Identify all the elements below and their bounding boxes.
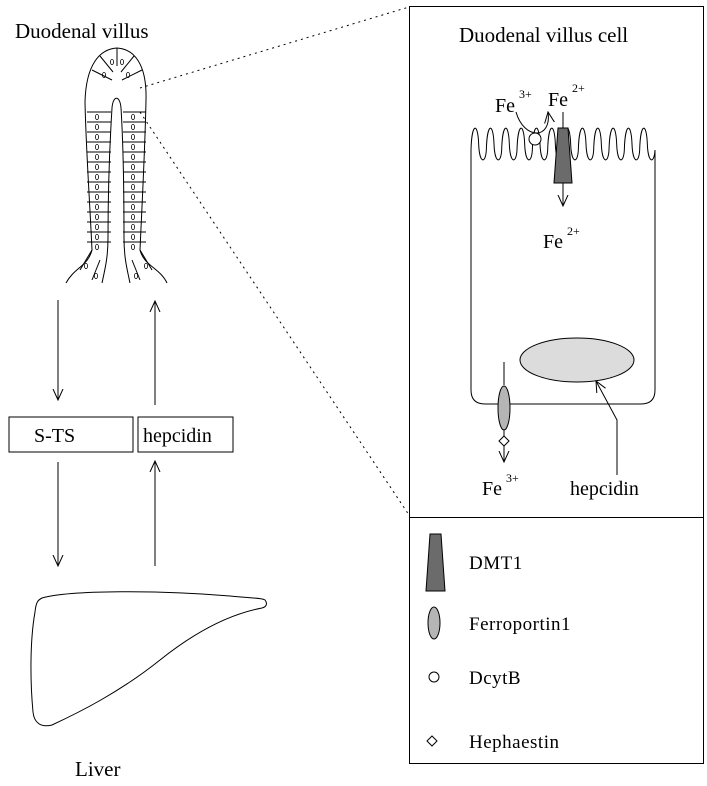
- hepcidin-cell-label: hepcidin: [570, 478, 639, 500]
- villus-cell-wall: [80, 250, 92, 270]
- villus-cell-nucleus: [95, 144, 98, 149]
- villus-cell-nucleus: [134, 273, 137, 278]
- fe2-apical-label: Fe: [548, 89, 568, 111]
- hepcidin-to-nucleus-arrow: [596, 381, 617, 475]
- villus-cell-wall: [140, 250, 152, 270]
- villus-cell-nucleus: [131, 114, 134, 119]
- legend-hephaestin-label: Hephaestin: [469, 732, 559, 753]
- ferroportin-icon: [498, 386, 510, 430]
- villus-cell-nucleus: [120, 59, 123, 64]
- legend-ferroportin-icon: [428, 607, 440, 639]
- fe2-cytosol-sup: 2+: [567, 224, 580, 238]
- villus-cell-nucleus: [95, 124, 98, 129]
- zoom-line-bottom: [140, 112, 409, 515]
- villus-drawing: [66, 48, 167, 283]
- villus-cell-nucleus: [131, 234, 134, 239]
- legend-dcytb-label: DcytB: [469, 668, 521, 689]
- villus-cell-nucleus: [131, 144, 134, 149]
- villus-cell-nucleus: [131, 164, 134, 169]
- villus-cell-nucleus: [95, 174, 98, 179]
- villus-cell-nucleus: [131, 224, 134, 229]
- villus-cell-nucleus: [95, 184, 98, 189]
- villus-cell-wall: [132, 260, 140, 280]
- villus-cell-nucleus: [131, 214, 134, 219]
- fe2-cytosol-label: Fe: [543, 231, 563, 253]
- cell-panel-frame: [410, 7, 704, 764]
- villus-title: Duodenal villus: [15, 19, 149, 43]
- liver-outline: [31, 592, 266, 726]
- villus-cell-nucleus: [131, 204, 134, 209]
- fe3-basolateral-sup: 3+: [506, 471, 519, 485]
- villus-cell-wall: [92, 260, 100, 280]
- villus-cell-nucleus: [131, 194, 134, 199]
- villus-cell-nucleus: [95, 164, 98, 169]
- dcytb-icon: [529, 133, 541, 145]
- villus-cell-nucleus: [95, 234, 98, 239]
- villus-cell-nucleus: [95, 194, 98, 199]
- villus-cell-nucleus: [131, 124, 134, 129]
- villus-cell-nucleus: [110, 59, 113, 64]
- fe2-apical-sup: 2+: [572, 81, 585, 95]
- villus-cell-nucleus: [95, 154, 98, 159]
- fe3-basolateral-label: Fe: [482, 478, 502, 500]
- villus-cell-nucleus: [131, 174, 134, 179]
- villus-cell-nucleus: [95, 114, 98, 119]
- fe3-apical-sup: 3+: [519, 87, 532, 101]
- cell-title: Duodenal villus cell: [459, 23, 628, 47]
- sts-label: S-TS: [34, 425, 75, 447]
- hepcidin-box-label: hepcidin: [143, 425, 212, 447]
- legend-dmt1-icon: [426, 534, 445, 591]
- legend-ferroportin-label: Ferroportin1: [469, 614, 571, 635]
- fe3-to-fe2-arrow: [516, 112, 548, 133]
- villus-cell-nucleus: [131, 134, 134, 139]
- villus-cell-wall: [122, 70, 142, 80]
- nucleus: [520, 338, 634, 382]
- villus-cell-nucleus: [94, 273, 97, 278]
- fe3-apical-label: Fe: [495, 95, 515, 117]
- legend-hephaestin-icon: [427, 736, 437, 746]
- villus-cell-nucleus: [95, 134, 98, 139]
- villus-cell-nucleus: [95, 214, 98, 219]
- hephaestin-icon: [499, 436, 509, 446]
- liver-label: Liver: [75, 757, 120, 781]
- villus-cell-nucleus: [84, 263, 87, 268]
- villus-cell-nucleus: [95, 204, 98, 209]
- villus-cell-nucleus: [95, 224, 98, 229]
- villus-cell-nucleus: [144, 263, 147, 268]
- villus-cell-nucleus: [131, 184, 134, 189]
- dmt1-transporter-icon: [554, 128, 572, 183]
- zoom-line-top: [140, 7, 409, 88]
- legend-dcytb-icon: [429, 672, 439, 682]
- villus-cell-nucleus: [95, 244, 98, 249]
- legend: DMT1 Ferroportin1 DcytB Hephaestin: [426, 534, 571, 753]
- villus-cell-nucleus: [131, 154, 134, 159]
- villus-cell-nucleus: [131, 244, 134, 249]
- legend-dmt1-label: DMT1: [469, 553, 523, 574]
